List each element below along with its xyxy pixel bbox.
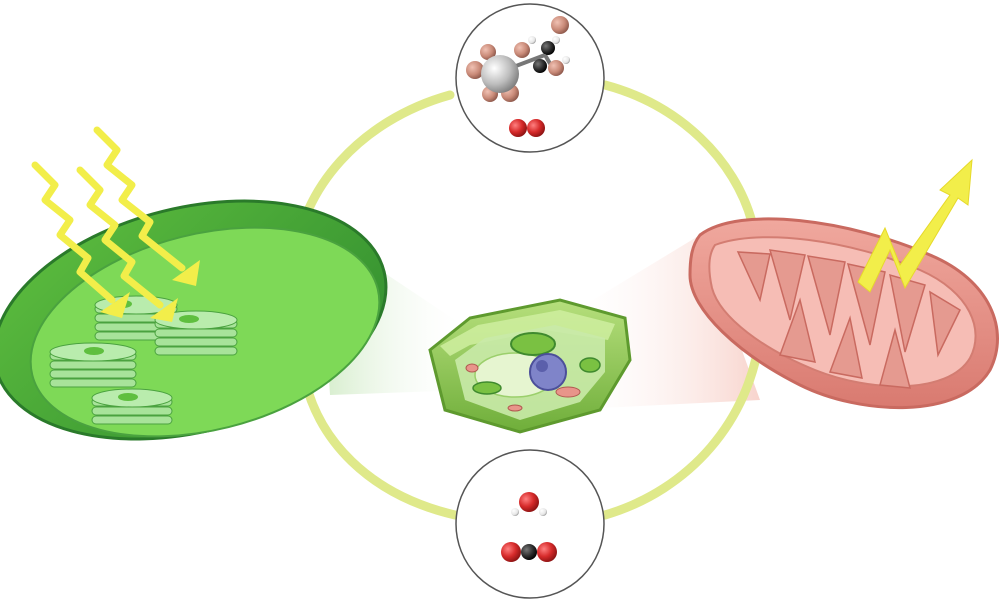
atom-carbon <box>541 41 555 55</box>
atom-glucose <box>551 16 569 34</box>
atom-oxygen <box>527 119 545 137</box>
sunlight-ray-heads <box>100 260 200 322</box>
atom-oxygen <box>537 542 557 562</box>
cycle-arrow-top-to-mitochondrion <box>600 80 757 227</box>
chloroplast-icon <box>0 199 388 441</box>
atom-hydrogen <box>539 508 547 516</box>
granum-stack <box>91 388 173 425</box>
atom-hydrogen <box>562 56 570 64</box>
cell-mitochondrion <box>465 363 479 373</box>
glucose-molecule <box>466 16 570 102</box>
cell-chloroplast <box>579 357 601 373</box>
atom-glucose <box>480 44 496 60</box>
bottom-molecule-circle <box>455 449 605 599</box>
cycle-arrow-bottom-to-chloroplast <box>298 365 460 520</box>
cycle-arrows <box>290 80 765 520</box>
light-ray <box>31 161 116 304</box>
granum-stack <box>49 342 137 388</box>
atom-carbon <box>533 59 547 73</box>
atom-central <box>481 55 519 93</box>
cell-chloroplast <box>472 381 502 395</box>
cycle-arrow-mitochondrion-to-bottom <box>600 330 765 520</box>
atom-glucose <box>514 42 530 58</box>
water-carbon-dioxide-molecules-icon <box>455 449 605 599</box>
atom-glucose <box>466 61 484 79</box>
mitochondrion-icon <box>688 217 999 410</box>
cell-mitochondrion <box>555 386 581 398</box>
atom-hydrogen <box>552 36 560 44</box>
granum-stack <box>154 310 238 356</box>
atom-oxygen <box>519 492 539 512</box>
atom-oxygen <box>509 119 527 137</box>
light-ray <box>93 126 186 272</box>
top-molecule-circle <box>455 3 605 153</box>
sunlight-rays-icon <box>31 126 186 309</box>
atom-oxygen <box>501 542 521 562</box>
water-molecule <box>511 492 547 516</box>
carbon-dioxide-molecule <box>501 542 557 562</box>
atom-hydrogen <box>511 508 519 516</box>
cristae <box>736 249 961 389</box>
glucose-oxygen-molecules-icon <box>455 3 605 153</box>
light-ray <box>76 166 164 309</box>
energy-output-arrow-icon <box>857 158 973 293</box>
oxygen-molecule <box>509 119 545 137</box>
plant-cell-icon <box>428 298 632 434</box>
cell-mitochondrion <box>507 404 523 412</box>
atom-hydrogen <box>528 36 536 44</box>
nucleus <box>529 353 567 391</box>
cell-chloroplast <box>510 332 556 356</box>
atom-carbon <box>521 544 537 560</box>
atom-glucose <box>548 60 564 76</box>
nucleolus <box>536 360 548 372</box>
